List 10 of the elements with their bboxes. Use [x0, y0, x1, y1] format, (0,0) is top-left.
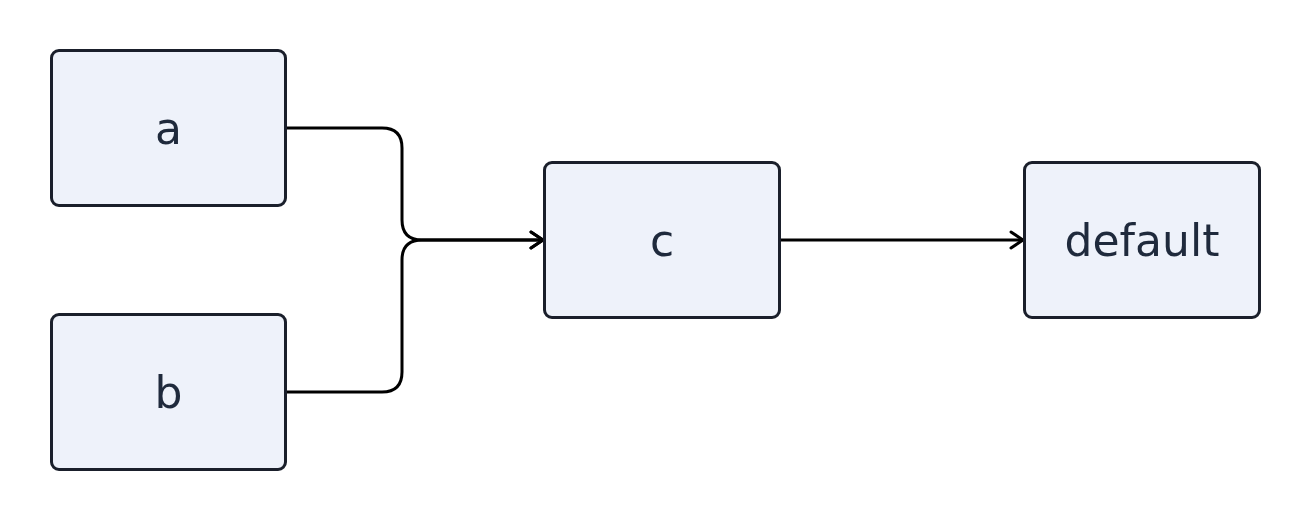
- arrow: [287, 230, 545, 394]
- node-label: a: [155, 102, 182, 154]
- arrow: [781, 230, 1025, 250]
- process-box: [50, 313, 287, 471]
- node-label: c: [649, 214, 675, 266]
- node-label: b: [154, 366, 183, 418]
- node-label: default: [1064, 214, 1220, 266]
- process-box: [50, 49, 287, 207]
- process-box: [1023, 161, 1261, 319]
- process-box: [543, 161, 781, 319]
